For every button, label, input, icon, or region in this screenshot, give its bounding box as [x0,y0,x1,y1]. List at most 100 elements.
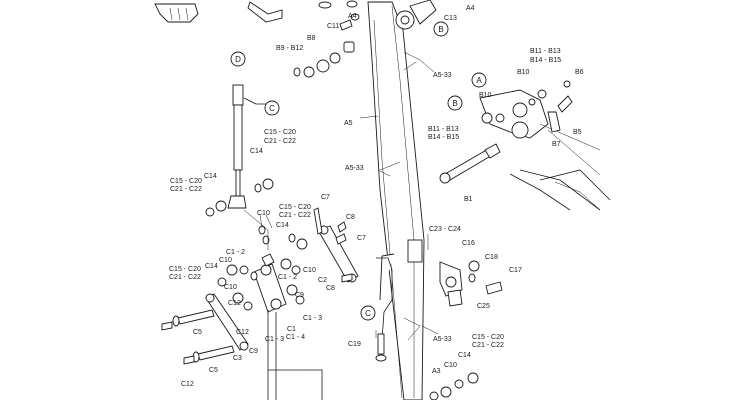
callout-b-top-text: B [438,25,443,34]
label-c9: C9 [295,292,304,299]
washers-c14-left [205,200,227,217]
callout-d-text: D [235,55,241,64]
part-labels: A4 A4 C13 C11 B8 B9 - B12 A5-33 B11 - B1… [169,5,584,388]
label-b7: B7 [552,141,561,148]
label-c15-c20: C15 - C20 [472,334,504,341]
label-c5: C5 [193,329,202,336]
callout-a-text: A [476,76,482,85]
label-c8: C8 [346,214,355,221]
label-c7: C7 [357,235,366,242]
bolts-c12 [161,321,195,365]
callout-c-bottom: C [360,305,376,321]
cylinder-rod-end-right [479,80,601,211]
label-c15-c20: C15 - C20 [279,204,311,211]
label-b8: B8 [307,35,316,42]
label-c21-c22: C21 - C22 [170,186,202,193]
label-b10: B10 [517,69,530,76]
label-c8: C8 [326,285,335,292]
label-b14-b15: B14 - B15 [428,134,459,141]
link-c3 [205,293,249,351]
small-pins-c8 [335,221,353,283]
label-c13: C13 [444,15,457,22]
label-c1: C1 [287,326,296,333]
label-a3: A3 [432,368,441,375]
label-c16: C16 [462,240,475,247]
label-b10: B10 [479,92,492,99]
hydraulic-hose [376,257,393,341]
label-c17: C17 [509,267,522,274]
label-b11-b13: B11 - B13 [530,48,561,55]
label-c5: C5 [209,367,218,374]
label-c10: C10 [303,267,316,274]
arm-assembly [367,0,463,400]
label-c3: C3 [233,355,242,362]
label-c21-c22: C21 - C22 [472,342,504,349]
label-b9-b12: B9 - B12 [276,45,303,52]
label-b5: B5 [573,129,582,136]
bolt-c19 [375,333,387,362]
label-c1-3: C1 - 3 [303,315,322,322]
label-c14: C14 [458,352,471,359]
pin-c5-upper [172,309,215,327]
label-c15-c20: C15 - C20 [170,178,202,185]
label-b11-b13: B11 - B13 [428,126,459,133]
label-a4: A4 [466,5,475,12]
label-c1-2: C1 - 2 [278,274,297,281]
label-c10: C10 [444,362,457,369]
label-b6: B6 [575,69,584,76]
label-b1: B1 [464,196,473,203]
callout-b-right-text: B [452,99,457,108]
label-c10: C10 [224,284,237,291]
callout-c-bottom-text: C [365,309,371,318]
pin-a4 [339,19,353,31]
callout-b-right: B [447,95,463,111]
label-c2: C2 [318,277,327,284]
washers-c14-top [254,178,274,193]
label-c21-c22: C21 - C22 [169,274,201,281]
label-c14: C14 [276,222,289,229]
washers-bottom-right [429,372,479,400]
washer-stack-top [293,41,355,78]
link-c1 [253,253,287,313]
label-c21-c22: C21 - C22 [264,138,296,145]
label-c18: C18 [485,254,498,261]
pin-c5-lower [192,345,235,363]
bucket-right-fragment [539,169,611,211]
label-c1-3: C1 - 3 [265,336,284,343]
callout-d: D [230,51,246,67]
fittings-right [447,260,503,307]
label-a5: A5 [344,120,353,127]
label-c15-c20: C15 - C20 [169,266,201,273]
label-c25: C25 [477,303,490,310]
washers-c10-c14-cluster [217,225,305,311]
label-a5-33: A5-33 [345,165,364,172]
label-c15-c20: C15 - C20 [264,129,296,136]
assembly-lines-bottom [267,310,323,400]
label-c19: C19 [348,341,361,348]
label-c14: C14 [204,173,217,180]
leader-lines [243,51,439,341]
label-c12: C12 [228,300,241,307]
pin-b1 [439,143,501,184]
label-c12: C12 [236,329,249,336]
label-c7: C7 [321,194,330,201]
label-a4: A4 [348,13,357,20]
label-c14: C14 [205,263,218,270]
bucket-fragment [154,3,199,23]
label-a5-33: A5-33 [433,72,452,79]
label-c23-c24: C23 - C24 [429,226,461,233]
label-c1-4: C1 - 4 [286,334,305,341]
top-small-pins [318,0,360,21]
label-c14: C14 [250,148,263,155]
label-c9: C9 [249,348,258,355]
label-c11: C11 [327,23,339,30]
label-c21-c22: C21 - C22 [279,212,311,219]
label-c1-2: C1 - 2 [226,249,245,256]
callout-a: A [471,72,487,88]
washers-c14-mid [288,233,308,250]
label-b14-b15: B14 - B15 [530,57,561,64]
washers-b-mid [481,112,505,124]
bucket-link-fragment [247,1,283,23]
